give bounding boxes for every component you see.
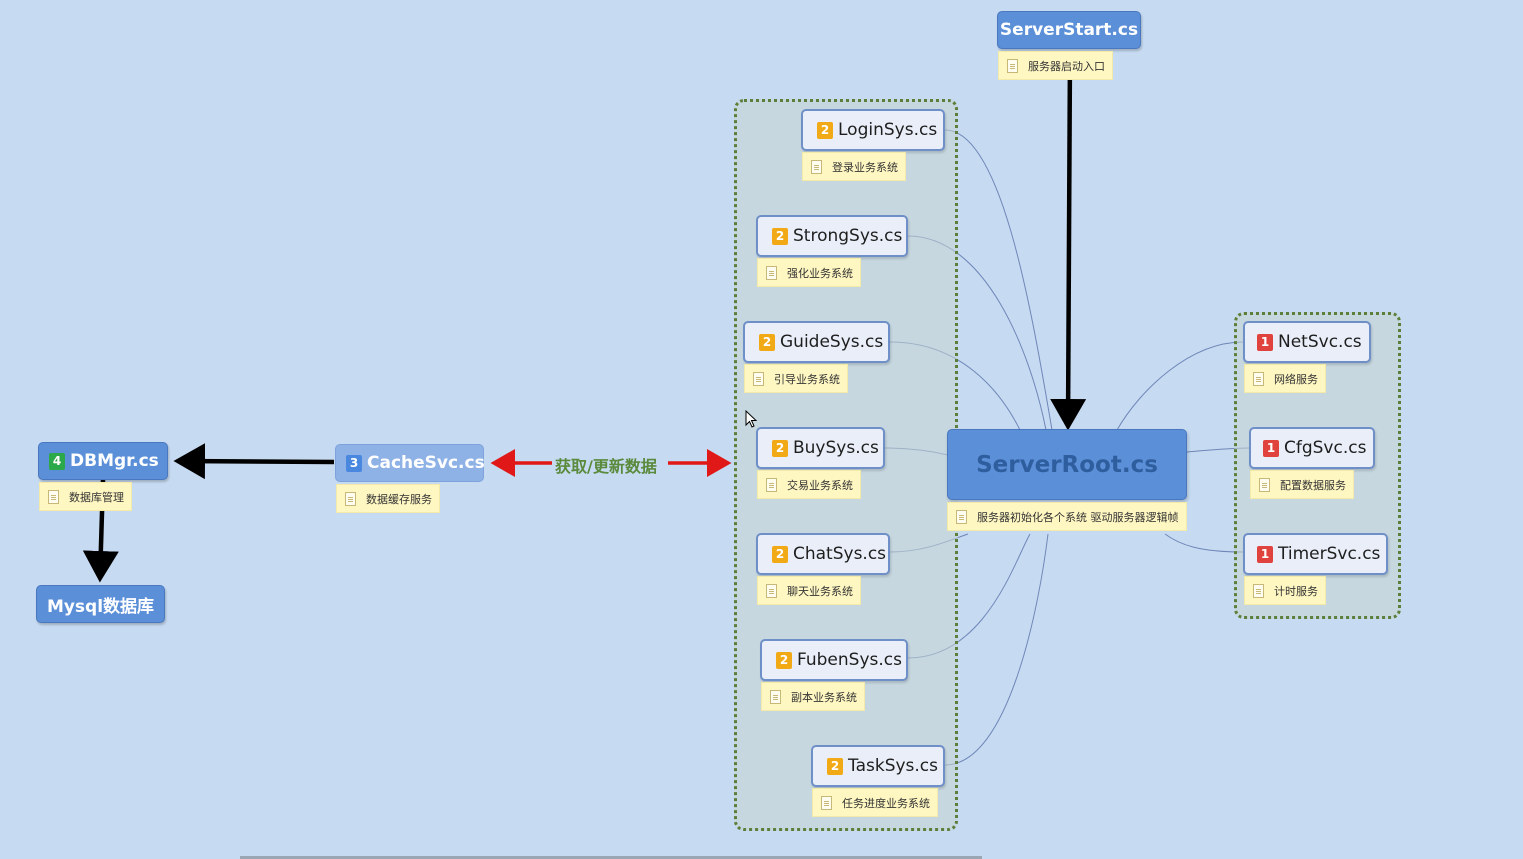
arrow-cache-to-dbmgr — [173, 443, 335, 480]
mysql-node[interactable]: Mysql数据库 — [36, 585, 165, 623]
note-icon — [753, 371, 764, 386]
serverroot-note[interactable]: 服务器初始化各个系统 驱动服务器逻辑帧 — [947, 502, 1187, 531]
cfgsvc-node[interactable]: 1 CfgSvc.cs — [1249, 427, 1375, 469]
note-icon — [811, 159, 822, 174]
guidesys-note-text: 引导业务系统 — [774, 372, 840, 386]
serverroot-note-text: 服务器初始化各个系统 驱动服务器逻辑帧 — [977, 510, 1179, 524]
serverroot-node[interactable]: ServerRoot.cs — [947, 429, 1187, 500]
note-icon — [956, 509, 967, 524]
priority-badge: 1 — [1257, 545, 1273, 563]
dbmgr-note[interactable]: 数据库管理 — [39, 482, 132, 511]
serverstart-label: ServerStart.cs — [999, 20, 1139, 40]
loginsys-note-text: 登录业务系统 — [832, 160, 898, 174]
timersvc-note-text: 计时服务 — [1274, 584, 1318, 598]
link-timersvc — [1164, 533, 1244, 553]
chatsys-node[interactable]: 2 ChatSys.cs — [756, 533, 890, 575]
link-tasksys — [944, 533, 1049, 766]
fubensys-note-text: 副本业务系统 — [791, 690, 857, 704]
strongsys-note[interactable]: 强化业务系统 — [757, 258, 861, 287]
priority-badge: 2 — [772, 545, 788, 563]
cachesvc-note-text: 数据缓存服务 — [366, 492, 432, 506]
note-icon — [345, 491, 356, 506]
priority-badge: 2 — [817, 121, 833, 139]
priority-badge: 4 — [49, 452, 65, 470]
arrow-serverstart-to-root — [1050, 51, 1087, 431]
guidesys-node[interactable]: 2 GuideSys.cs — [743, 321, 890, 363]
loginsys-node[interactable]: 2 LoginSys.cs — [801, 109, 945, 151]
fubensys-note[interactable]: 副本业务系统 — [761, 682, 865, 711]
tasksys-node[interactable]: 2 TaskSys.cs — [811, 745, 945, 787]
fubensys-label: FubenSys.cs — [797, 650, 902, 670]
timersvc-note[interactable]: 计时服务 — [1244, 576, 1326, 605]
priority-badge: 2 — [772, 227, 788, 245]
note-icon — [1007, 58, 1018, 73]
loginsys-label: LoginSys.cs — [838, 120, 938, 140]
dbmgr-node[interactable]: 4 DBMgr.cs — [38, 442, 168, 480]
mysql-label: Mysql数据库 — [46, 596, 155, 617]
buysys-note[interactable]: 交易业务系统 — [757, 470, 861, 499]
netsvc-label: NetSvc.cs — [1278, 332, 1362, 352]
serverroot-label: ServerRoot.cs — [976, 451, 1158, 478]
serverstart-node[interactable]: ServerStart.cs — [997, 11, 1141, 49]
tasksys-note-text: 任务进度业务系统 — [842, 796, 930, 810]
dbmgr-label: DBMgr.cs — [70, 451, 159, 471]
note-icon — [766, 477, 777, 492]
guidesys-label: GuideSys.cs — [780, 332, 884, 352]
get-update-data-label: 获取/更新数据 — [555, 457, 657, 476]
cfgsvc-label: CfgSvc.cs — [1284, 438, 1367, 458]
priority-badge: 2 — [776, 651, 792, 669]
fubensys-node[interactable]: 2 FubenSys.cs — [760, 639, 908, 681]
priority-badge: 1 — [1263, 439, 1279, 457]
note-icon — [48, 489, 59, 504]
dbmgr-note-text: 数据库管理 — [69, 490, 124, 504]
note-icon — [1253, 371, 1264, 386]
cfgsvc-note[interactable]: 配置数据服务 — [1250, 470, 1354, 499]
priority-badge: 2 — [827, 757, 843, 775]
buysys-label: BuySys.cs — [793, 438, 879, 458]
note-icon — [766, 583, 777, 598]
cachesvc-note[interactable]: 数据缓存服务 — [336, 484, 440, 513]
cachesvc-node[interactable]: 3 CacheSvc.cs — [335, 444, 485, 482]
priority-badge: 3 — [346, 454, 362, 472]
note-icon — [770, 689, 781, 704]
timersvc-label: TimerSvc.cs — [1278, 544, 1381, 564]
guidesys-note[interactable]: 引导业务系统 — [744, 364, 848, 393]
mouse-cursor-icon — [745, 410, 758, 428]
netsvc-note[interactable]: 网络服务 — [1244, 364, 1326, 393]
cfgsvc-note-text: 配置数据服务 — [1280, 478, 1346, 492]
note-icon — [766, 265, 777, 280]
horizontal-scrollbar[interactable] — [240, 856, 982, 859]
link-netsvc — [1116, 341, 1244, 431]
tasksys-label: TaskSys.cs — [848, 756, 939, 776]
chatsys-label: ChatSys.cs — [793, 544, 887, 564]
tasksys-note[interactable]: 任务进度业务系统 — [812, 788, 938, 817]
note-icon — [1253, 583, 1264, 598]
strongsys-label: StrongSys.cs — [793, 226, 903, 246]
note-icon — [1259, 477, 1270, 492]
strongsys-node[interactable]: 2 StrongSys.cs — [756, 215, 908, 257]
serverstart-note-text: 服务器启动入口 — [1028, 59, 1105, 73]
strongsys-note-text: 强化业务系统 — [787, 266, 853, 280]
netsvc-note-text: 网络服务 — [1274, 372, 1318, 386]
cachesvc-label: CacheSvc.cs — [367, 453, 485, 473]
netsvc-node[interactable]: 1 NetSvc.cs — [1243, 321, 1371, 363]
priority-badge: 1 — [1257, 333, 1273, 351]
note-icon — [821, 795, 832, 810]
chatsys-note[interactable]: 聊天业务系统 — [757, 576, 861, 605]
buysys-node[interactable]: 2 BuySys.cs — [756, 427, 885, 469]
priority-badge: 2 — [772, 439, 788, 457]
priority-badge: 2 — [759, 333, 775, 351]
serverstart-note[interactable]: 服务器启动入口 — [998, 51, 1113, 80]
loginsys-note[interactable]: 登录业务系统 — [802, 152, 906, 181]
buysys-note-text: 交易业务系统 — [787, 478, 853, 492]
chatsys-note-text: 聊天业务系统 — [787, 584, 853, 598]
link-loginsys — [944, 129, 1053, 431]
timersvc-node[interactable]: 1 TimerSvc.cs — [1243, 533, 1388, 575]
